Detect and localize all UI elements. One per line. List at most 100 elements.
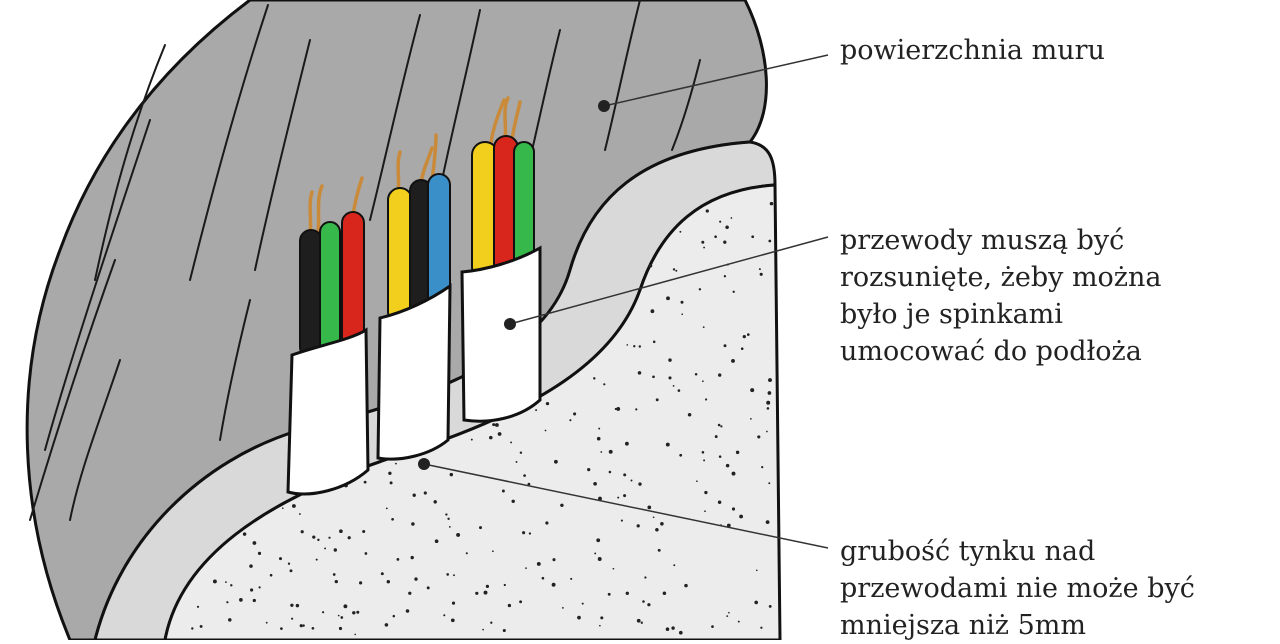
speckle xyxy=(561,606,564,609)
speckle xyxy=(702,326,705,328)
speckle xyxy=(196,605,200,608)
speckle xyxy=(684,583,688,588)
speckle xyxy=(599,624,601,627)
wire-red xyxy=(341,211,365,353)
speckle xyxy=(672,268,676,271)
speckle xyxy=(535,409,538,412)
speckle xyxy=(742,334,746,339)
speckle xyxy=(760,626,763,629)
speckle xyxy=(769,201,774,206)
speckle xyxy=(328,536,331,539)
speckle xyxy=(723,344,727,348)
label-line: było je spinkami xyxy=(840,299,1063,330)
speckle xyxy=(665,442,670,447)
speckle xyxy=(759,272,763,276)
speckle xyxy=(570,577,573,580)
speckle xyxy=(199,624,203,628)
speckle xyxy=(655,398,659,402)
speckle xyxy=(718,373,722,377)
leader-dot-wall xyxy=(598,100,610,112)
speckle xyxy=(673,564,676,567)
speckle xyxy=(703,246,706,249)
speckle xyxy=(671,626,675,630)
speckle xyxy=(723,275,727,278)
label-wires-spread: przewody muszą być rozsunięte, żeby możn… xyxy=(840,222,1162,370)
leader-line-plaster xyxy=(423,463,829,549)
label-line: mniejsza niż 5mm xyxy=(840,610,1086,641)
speckle xyxy=(456,532,461,537)
speckle xyxy=(311,626,315,630)
speckle xyxy=(482,628,484,631)
label-line: przewodami nie może być xyxy=(840,573,1195,604)
speckle xyxy=(408,591,412,595)
speckle xyxy=(249,564,253,568)
speckle xyxy=(678,630,683,635)
speckle xyxy=(750,418,752,420)
speckle xyxy=(541,576,545,580)
speckle xyxy=(598,496,602,501)
speckle xyxy=(723,240,727,244)
speckle xyxy=(705,209,709,213)
cable-sheath xyxy=(460,245,542,423)
label-plaster-thickness: grubość tynku nad przewodami nie może by… xyxy=(840,533,1195,644)
speckle xyxy=(324,547,327,550)
speckle xyxy=(768,482,771,485)
speckle xyxy=(705,398,708,401)
speckle xyxy=(596,538,601,543)
speckle xyxy=(681,313,684,316)
leader-lines xyxy=(418,54,829,549)
speckle xyxy=(391,517,394,521)
speckle xyxy=(730,217,733,219)
speckle xyxy=(423,491,427,495)
speckle xyxy=(252,598,256,603)
speckle xyxy=(299,624,303,628)
speckle xyxy=(544,429,547,432)
speckle xyxy=(569,419,572,422)
speckle xyxy=(650,309,655,314)
speckle xyxy=(668,358,672,362)
speckle xyxy=(593,377,596,380)
speckle xyxy=(608,470,612,474)
speckle xyxy=(332,573,336,576)
speckle xyxy=(354,633,357,636)
speckle xyxy=(337,614,340,617)
speckle xyxy=(680,300,684,304)
speckle xyxy=(300,530,304,534)
speckle xyxy=(675,269,678,272)
cable-left xyxy=(286,176,370,496)
cable-middle xyxy=(376,133,452,461)
wire-green xyxy=(319,221,341,359)
speckle xyxy=(758,268,761,271)
speckle xyxy=(761,466,764,469)
speckle xyxy=(662,591,667,596)
speckle xyxy=(302,624,305,627)
speckle xyxy=(625,441,629,446)
speckle xyxy=(551,582,556,587)
speckle xyxy=(731,471,736,476)
speckle xyxy=(640,621,643,624)
speckle xyxy=(503,583,506,587)
speckle xyxy=(597,557,602,561)
speckle xyxy=(660,522,664,526)
speckle xyxy=(525,567,527,569)
speckle xyxy=(228,618,232,622)
cable-right xyxy=(460,96,542,423)
speckle xyxy=(242,532,247,536)
speckle xyxy=(720,425,723,428)
speckle xyxy=(636,524,640,528)
speckle xyxy=(414,577,418,581)
speckle xyxy=(679,453,683,457)
speckle xyxy=(392,614,396,618)
speckle xyxy=(470,438,473,441)
speckle xyxy=(652,516,655,519)
speckle xyxy=(623,494,627,498)
speckle xyxy=(593,481,597,486)
speckle xyxy=(527,482,531,486)
speckle xyxy=(523,474,526,477)
speckle xyxy=(642,600,645,603)
speckle xyxy=(617,496,620,499)
speckle xyxy=(317,538,320,542)
speckle xyxy=(647,505,652,510)
cable-sheath xyxy=(286,327,370,496)
